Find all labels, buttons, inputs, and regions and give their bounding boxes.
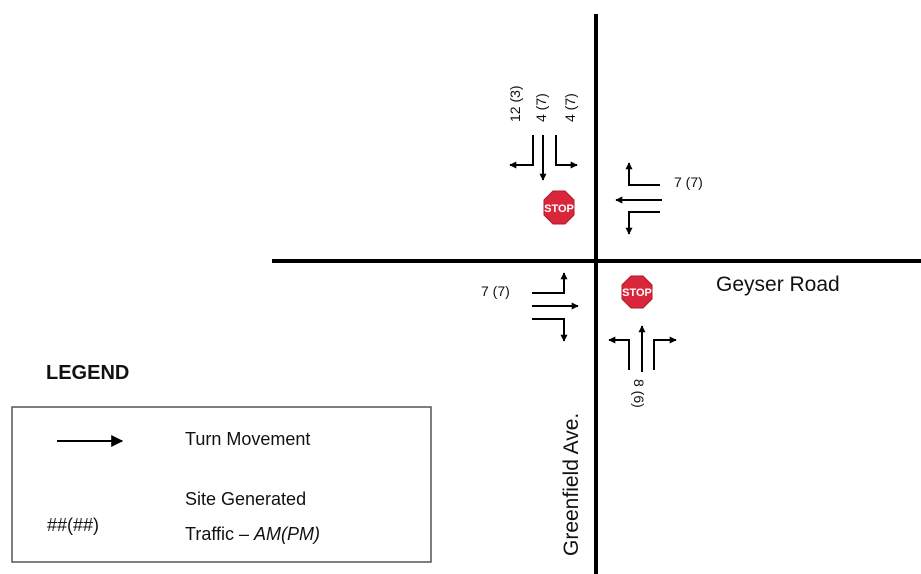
legend-site-generated: Site Generated [185, 489, 306, 509]
southbound-left-arrow [555, 135, 578, 169]
westbound-right-arrow [625, 162, 660, 186]
stop-sign-south: STOP [621, 275, 653, 309]
northbound-movements [608, 325, 677, 372]
stop-sign-text: STOP [544, 203, 574, 215]
northbound-volume: 8 (6) [631, 379, 647, 408]
eastbound-left-arrow [532, 272, 568, 294]
legend-box [11, 406, 432, 563]
southbound-through-volume: 4 (7) [533, 93, 549, 122]
eastbound-movements [532, 272, 579, 342]
southbound-left-volume: 4 (7) [562, 93, 578, 122]
stop-sign-octagon [621, 275, 653, 309]
northbound-left-arrow [608, 336, 630, 370]
southbound-right-arrow [509, 135, 534, 169]
southbound-movements [509, 135, 578, 181]
northbound-right-arrow [653, 336, 677, 370]
westbound-movements [615, 162, 662, 235]
eastbound-volume: 7 (7) [481, 283, 510, 299]
legend-title: LEGEND [46, 362, 129, 384]
southbound-right-volume: 12 (3) [507, 85, 523, 122]
westbound-volume: 7 (7) [674, 174, 703, 190]
stop-sign-north: STOP [543, 190, 575, 225]
legend-symbol: ##(##) [47, 515, 99, 535]
stop-sign-text: STOP [622, 287, 652, 299]
westbound-left-arrow [625, 211, 660, 235]
legend-am-pm: AM(PM) [253, 524, 320, 544]
legend-traffic-prefix: Traffic – [185, 524, 254, 544]
greenfield-ave-label: Greenfield Ave. [560, 413, 583, 556]
geyser-road-label: Geyser Road [716, 273, 840, 296]
legend-turn-movement: Turn Movement [185, 429, 310, 449]
stop-sign-octagon [543, 190, 575, 225]
eastbound-right-arrow [532, 318, 568, 342]
legend-traffic-line: Traffic – AM(PM) [185, 524, 320, 544]
